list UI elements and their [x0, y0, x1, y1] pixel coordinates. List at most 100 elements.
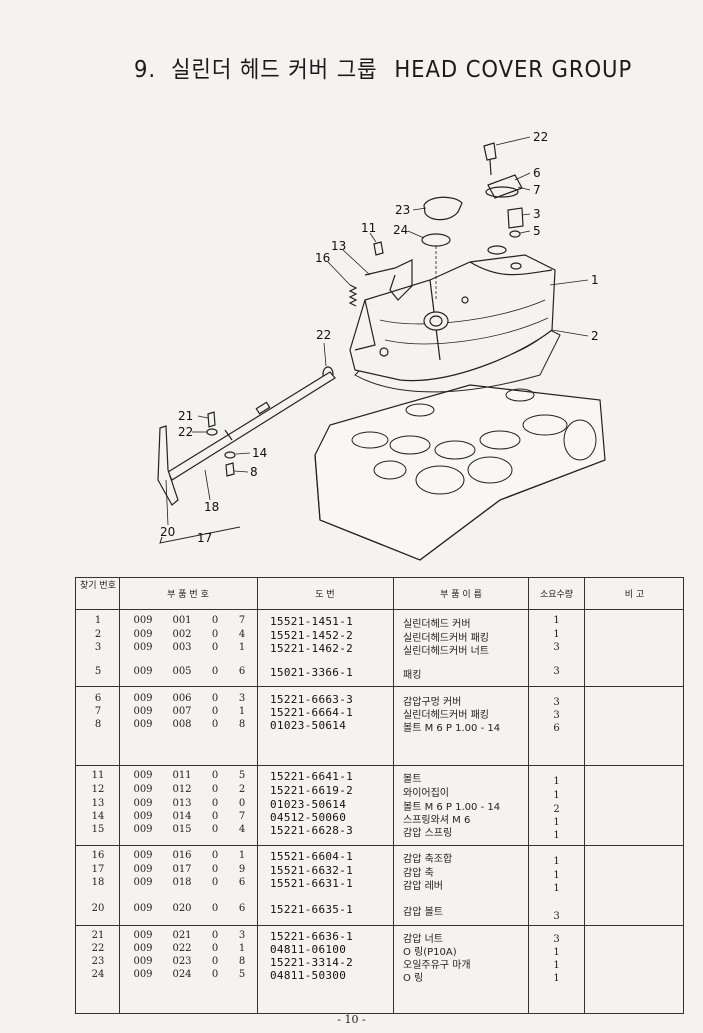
part-number-item: 020	[172, 903, 192, 914]
quantity: 1	[553, 960, 560, 971]
quantity: 3	[553, 642, 560, 653]
drawing-number: 15221-6619-2	[270, 784, 354, 797]
quantity: 6	[553, 723, 560, 734]
part-name: 와이어집이	[403, 788, 449, 799]
quantity: 1	[553, 856, 560, 867]
group-divider	[76, 765, 683, 766]
header-ref-no: 찾기 번호	[80, 581, 116, 591]
head-cover	[349, 254, 556, 382]
header-part-no: 부 품 번 호	[167, 590, 209, 600]
drawing-number: 15221-6628-3	[270, 824, 354, 837]
callout-18: 20	[160, 525, 175, 539]
callout-6: 6	[533, 166, 541, 180]
part-number-item: 012	[172, 784, 192, 795]
drawing-number: 15221-6664-1	[270, 706, 354, 719]
ref-number: 20	[91, 903, 105, 914]
ref-number: 12	[91, 784, 105, 795]
ref-number: 18	[91, 877, 105, 888]
ref-number: 21	[91, 930, 105, 941]
part-name: 감압 레버	[403, 881, 443, 892]
part-number-item: 007	[172, 706, 192, 717]
drawing-number: 15221-6663-3	[270, 693, 354, 706]
part-number-prefix: 009	[133, 798, 153, 809]
part-name: 실린더헤드 커버	[403, 619, 471, 630]
drawing-number: 15521-6632-1	[270, 864, 354, 877]
drawing-number: 15221-6636-1	[270, 930, 354, 943]
drawing-number: 15221-3314-2	[270, 956, 354, 969]
drawing-number: 15021-3366-1	[270, 666, 354, 679]
bolt-part-13	[373, 241, 384, 256]
callout-14: 14	[252, 446, 267, 460]
part-name: O 링(P10A)	[403, 947, 457, 958]
part-number-code: 0	[211, 930, 219, 941]
part-name: 감압 너트	[403, 934, 443, 945]
group-divider	[76, 686, 683, 687]
part-number-item: 014	[172, 811, 192, 822]
part-number-prefix: 009	[133, 943, 153, 954]
part-number-check: 4	[238, 824, 246, 835]
drawing-number: 04811-06100	[270, 943, 347, 956]
ref-number: 8	[94, 719, 102, 730]
callout-24: 24	[393, 223, 408, 237]
part-number-prefix: 009	[133, 877, 153, 888]
quantity: 3	[553, 710, 560, 721]
part-name: 실린더헤드커버 패킹	[403, 633, 489, 644]
part-number-prefix: 009	[133, 903, 153, 914]
drawing-number: 15221-6641-1	[270, 770, 354, 783]
part-number-check: 3	[238, 693, 246, 704]
part-number-check: 1	[238, 706, 246, 717]
part-number-item: 005	[172, 666, 192, 677]
part-number-check: 8	[238, 956, 246, 967]
header-divider	[76, 609, 683, 610]
quantity: 1	[553, 776, 560, 787]
quantity: 1	[553, 817, 560, 828]
part-number-check: 1	[238, 642, 246, 653]
ref-number: 13	[91, 798, 105, 809]
callout-7: 7	[533, 183, 541, 197]
part-name: 볼트	[403, 774, 422, 785]
part-number-check: 1	[238, 850, 246, 861]
part-name: 스프링와셔 M 6	[403, 815, 471, 826]
part-number-prefix: 009	[133, 770, 153, 781]
quantity: 1	[553, 629, 560, 640]
drawing-number: 15221-6635-1	[270, 903, 354, 916]
quantity: 1	[553, 830, 560, 841]
group-divider	[76, 845, 683, 846]
callout-20: 21	[178, 409, 193, 423]
header-part-name: 부 품 이 름	[440, 590, 482, 600]
part-number-code: 0	[211, 850, 219, 861]
part-name: 실린더헤드커버 너트	[403, 646, 489, 657]
title-korean: 실린더 헤드 커버 그룹	[171, 57, 378, 83]
page-title: 9. 실린더 헤드 커버 그룹 HEAD COVER GROUP	[134, 50, 632, 84]
part-number-code: 0	[211, 903, 219, 914]
part-number-check: 5	[238, 770, 246, 781]
part-number-prefix: 009	[133, 956, 153, 967]
part-number-item: 003	[172, 642, 192, 653]
part-number-item: 008	[172, 719, 192, 730]
callout-2: 2	[591, 329, 599, 343]
title-english: HEAD COVER GROUP	[394, 57, 633, 83]
ref-number: 11	[91, 770, 105, 781]
part-number-code: 0	[211, 770, 219, 781]
exploded-parts-diagram: 22 6 7 3 5 1 2 23 24 11 13 16 22 21 22 1…	[157, 130, 606, 561]
ref-number: 15	[91, 824, 105, 835]
part-number-item: 016	[172, 850, 192, 861]
part-number-prefix: 009	[133, 693, 153, 704]
o-ring-24	[421, 233, 451, 247]
callout-16: 17	[197, 531, 212, 545]
ref-number: 1	[94, 615, 102, 626]
part-number-check: 1	[238, 943, 246, 954]
part-number-item: 018	[172, 877, 192, 888]
part-number-prefix: 009	[133, 930, 153, 941]
part-number-code: 0	[211, 824, 219, 835]
drawing-number: 04811-50300	[270, 969, 347, 982]
part-number-check: 4	[238, 629, 246, 640]
drawing-number: 15521-6604-1	[270, 850, 354, 863]
quantity: 1	[553, 615, 560, 626]
ref-number: 5	[94, 666, 102, 677]
ref-number: 14	[91, 811, 105, 822]
ref-number: 17	[91, 864, 105, 875]
callout-1: 1	[591, 273, 599, 287]
part-number-prefix: 009	[133, 811, 153, 822]
